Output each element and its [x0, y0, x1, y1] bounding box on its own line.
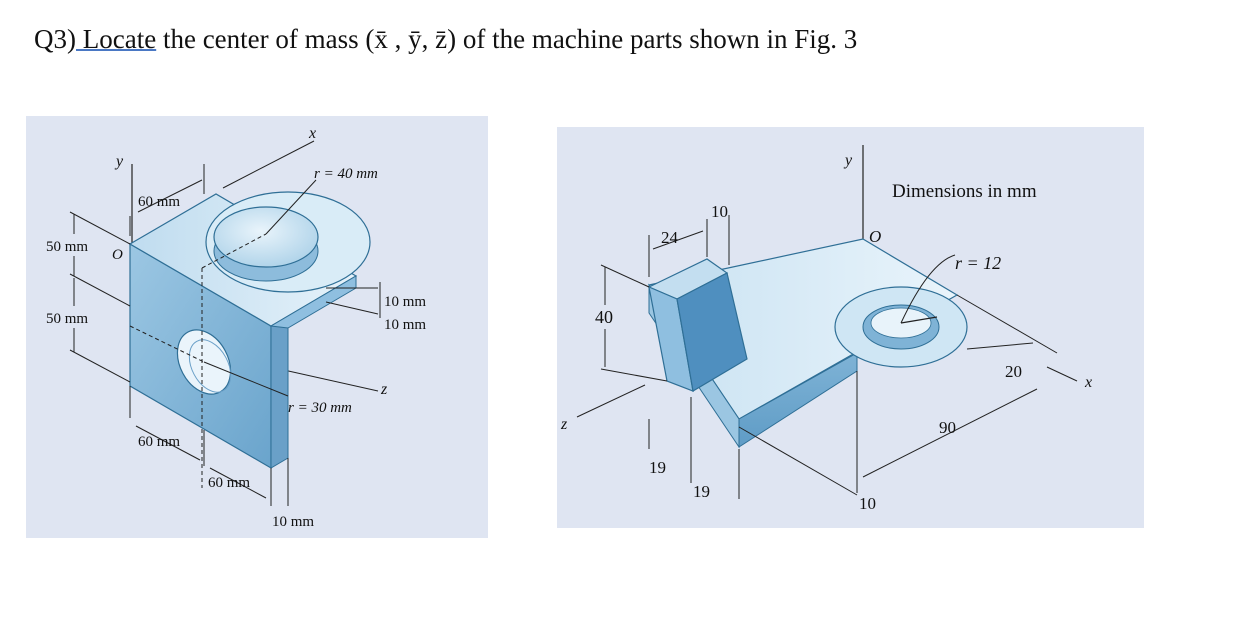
dim-10-thick-label: 10 mm [272, 514, 314, 530]
question-head: Locate [76, 24, 157, 54]
dim-24-line [652, 230, 704, 250]
origin-label: O [112, 247, 123, 263]
r-outer-label: r = 40 mm [314, 166, 378, 182]
dim-24-label: 24 [661, 228, 679, 247]
dim-19b-label: 19 [693, 482, 710, 501]
dim-20-ext [956, 294, 1058, 354]
dimensions-note: Dimensions in mm [892, 181, 1037, 202]
r-label: r = 12 [955, 253, 1001, 273]
face-hole-inner [188, 339, 232, 393]
hidden-line-top [201, 233, 267, 269]
dim-60-lower-label: 60 mm [208, 475, 250, 491]
question-text: Q3) Locate the center of mass (x̄ , ȳ, z… [34, 24, 857, 55]
dim-10top-label: 10 [711, 202, 728, 221]
boss-top [213, 206, 319, 268]
figure-right-drawing: Dimensions in mm y O z x r = 12 24 10 40… [557, 127, 1144, 528]
figure-left-panel: y x z O r = 40 mm r = 30 mm 60 mm 50 mm … [26, 116, 488, 538]
y-axis-label: y [114, 153, 124, 170]
r-hole-leader [203, 361, 289, 397]
dim-40-label: 40 [595, 307, 613, 327]
question-body: the center of mass (x̄ , ȳ, z̄) of the m… [156, 24, 858, 54]
r-hole-label: r = 30 mm [288, 400, 352, 416]
dim-60-bottom-line [135, 425, 201, 461]
y-axis-label: y [843, 152, 853, 169]
x-axis [222, 140, 315, 189]
dim-40-ext-bottom [600, 368, 668, 382]
dim-10bot-ext [738, 426, 858, 496]
dim-60-top-line [137, 179, 203, 213]
z-axis-label: z [560, 416, 568, 433]
z-axis-label: z [380, 381, 388, 398]
dim-50a-label: 50 mm [46, 239, 88, 255]
dim-50-ext-1 [69, 211, 131, 245]
dim-60-bottom-label: 60 mm [138, 434, 180, 450]
r-arrow [900, 316, 938, 324]
x-axis-label: x [1084, 374, 1092, 391]
dim-90-label: 90 [939, 418, 956, 437]
question-number: Q3) [34, 24, 76, 54]
dim-60-top-label: 60 mm [138, 194, 180, 210]
figure-left-drawing: y x z O r = 40 mm r = 30 mm 60 mm 50 mm … [26, 116, 488, 538]
dim-20-label: 20 [1005, 362, 1022, 381]
r-leader [900, 254, 956, 324]
dim-19a-label: 19 [649, 458, 666, 477]
dim-50-ext-3 [69, 349, 131, 383]
dim-60-lower-line [209, 467, 267, 499]
z-axis [576, 384, 646, 418]
dim-20-line [966, 342, 1034, 350]
block-slanted-face [676, 272, 748, 392]
origin-label: O [869, 227, 881, 246]
figure-right-panel: Dimensions in mm y O z x r = 12 24 10 40… [557, 127, 1144, 528]
dim-10b-label: 10 mm [384, 317, 426, 333]
dim-50-ext-2 [69, 273, 131, 307]
dim-10bot-label: 10 [859, 494, 876, 513]
dim-50b-label: 50 mm [46, 311, 88, 327]
x-axis [1046, 366, 1078, 382]
side-thickness [270, 315, 289, 469]
x-axis-label: x [308, 125, 316, 142]
dim-10a-label: 10 mm [384, 294, 426, 310]
r-outer-leader [265, 179, 317, 235]
dim-10b-ext [325, 301, 379, 315]
dim-40-ext-top [600, 264, 650, 288]
dim-90-line [862, 388, 1038, 478]
